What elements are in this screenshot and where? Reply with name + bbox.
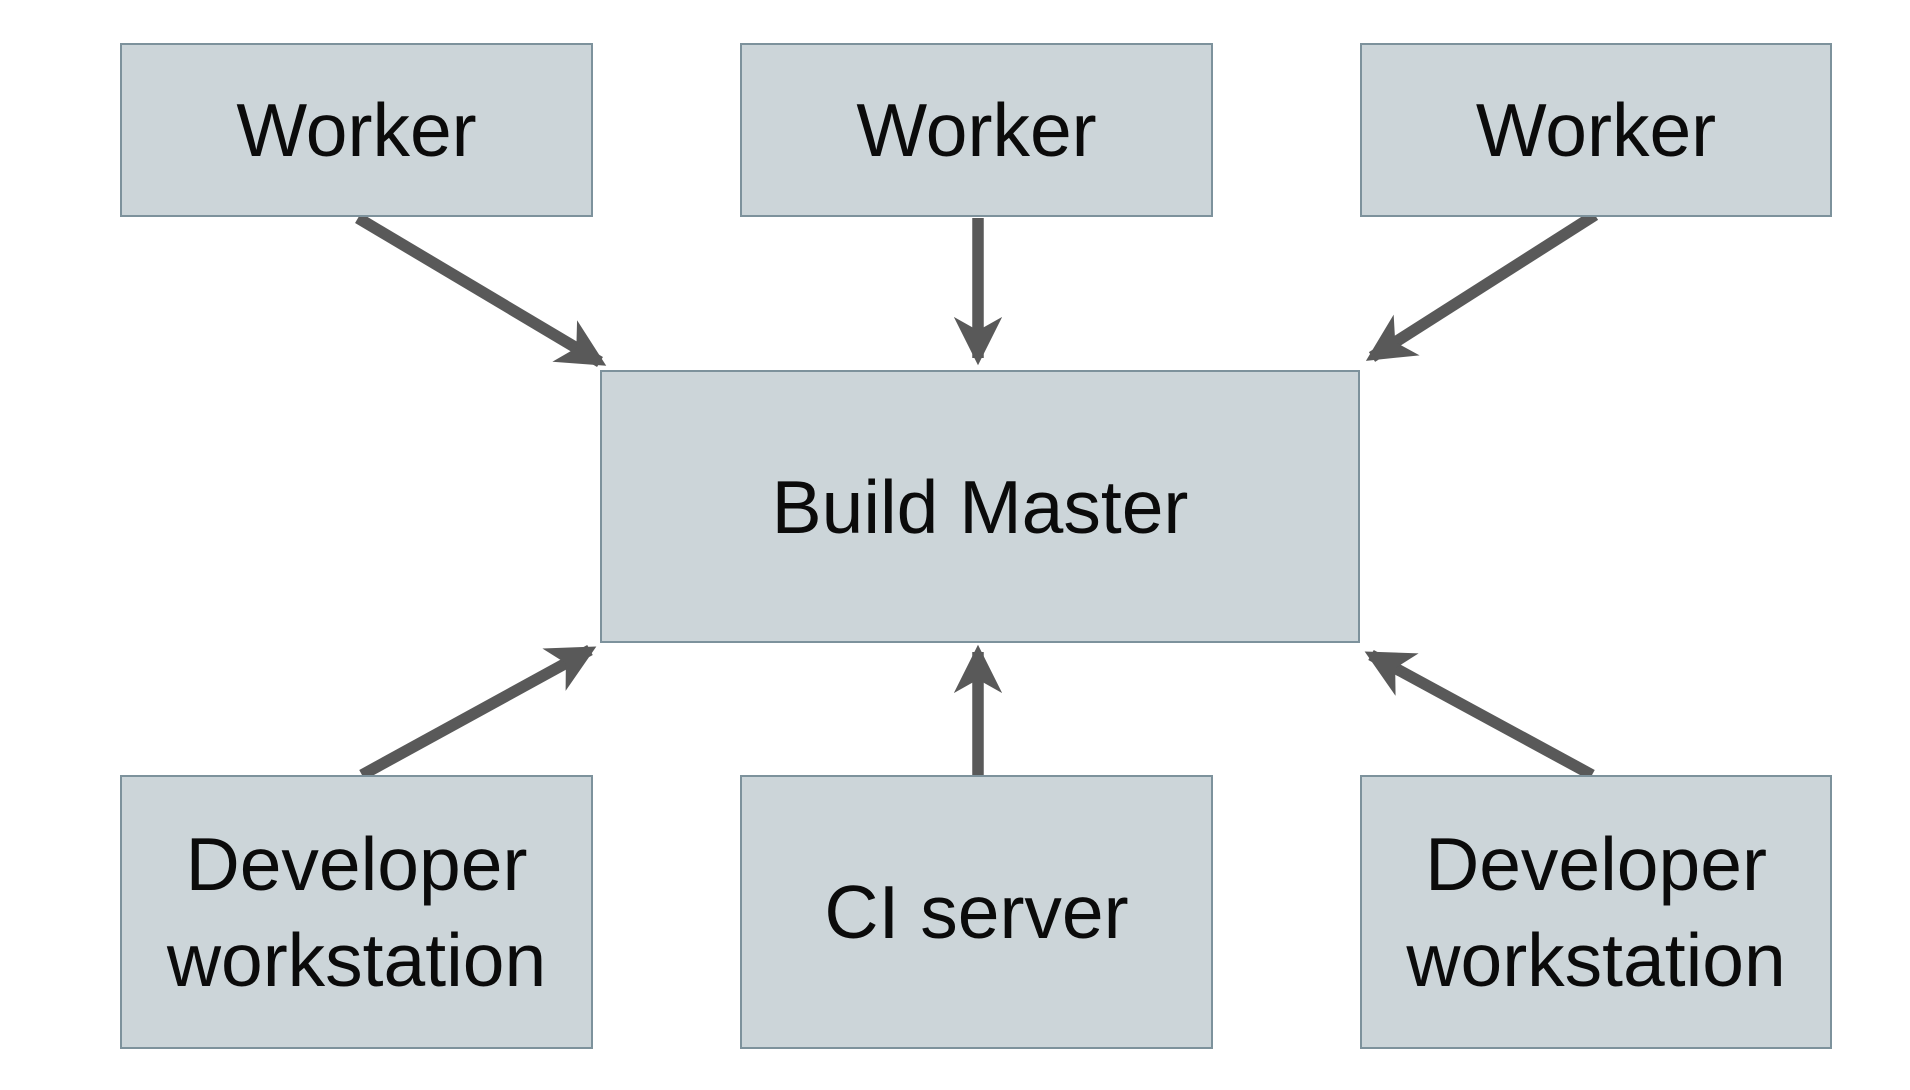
node-label: Developer workstation — [166, 822, 547, 1002]
node-worker-2: Worker — [740, 43, 1213, 217]
node-worker-3: Worker — [1360, 43, 1832, 217]
node-label: Worker — [1475, 88, 1717, 172]
node-developer-workstation-right: Developer workstation — [1360, 775, 1832, 1049]
node-developer-workstation-left: Developer workstation — [120, 775, 593, 1049]
node-label: Worker — [236, 88, 477, 172]
node-build-master: Build Master — [600, 370, 1360, 643]
node-label: Worker — [856, 88, 1097, 172]
node-label: CI server — [824, 870, 1129, 954]
node-ci-server: CI server — [740, 775, 1213, 1049]
arrow-worker-3-to-build-master — [1365, 210, 1599, 362]
node-worker-1: Worker — [120, 43, 593, 217]
arrow-worker-1-to-build-master — [355, 213, 607, 367]
node-label: Developer workstation — [1406, 822, 1786, 1002]
arrow-developer-workstation-left-to-build-master — [359, 644, 597, 781]
node-label: Build Master — [771, 464, 1189, 549]
arrow-developer-workstation-right-to-build-master — [1364, 649, 1595, 781]
